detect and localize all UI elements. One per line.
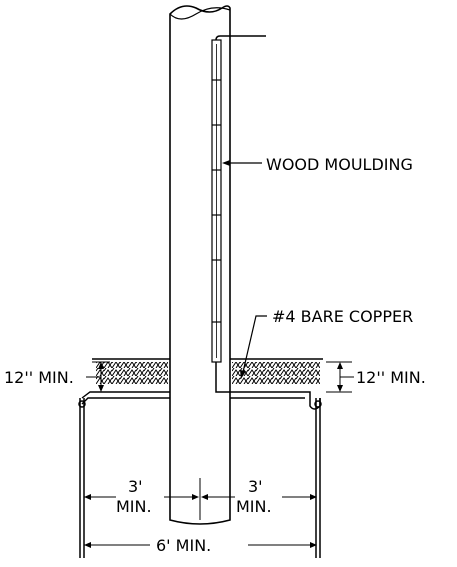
depth-label-left: 12'' MIN. [4,368,74,387]
depth-dim-right [326,361,354,393]
left-dist-min: MIN. [116,497,152,516]
depth-dim-left [86,361,110,393]
wood-moulding [211,39,222,363]
left-dist-feet: 3' [128,477,143,496]
ground-rod-left [78,398,86,558]
bare-copper-leader [240,315,267,379]
total-dist-label: 6' MIN. [156,536,211,555]
buried-conductor [81,391,305,405]
right-dist-min: MIN. [236,497,272,516]
wood-moulding-label: WOOD MOULDING [266,155,413,174]
depth-label-right: 12'' MIN. [356,368,426,387]
horizontal-dim-3ft [84,478,317,520]
ground-rod-right [314,398,322,558]
copper-wire [215,35,321,410]
moulding-staples [212,79,221,323]
right-dist-feet: 3' [248,477,263,496]
bare-copper-label: #4 BARE COPPER [272,307,413,326]
ground-hatch-right [232,362,320,384]
horizontal-dim-6ft [84,542,317,548]
ground-hatch-left [96,362,168,384]
wood-moulding-leader [222,160,262,166]
